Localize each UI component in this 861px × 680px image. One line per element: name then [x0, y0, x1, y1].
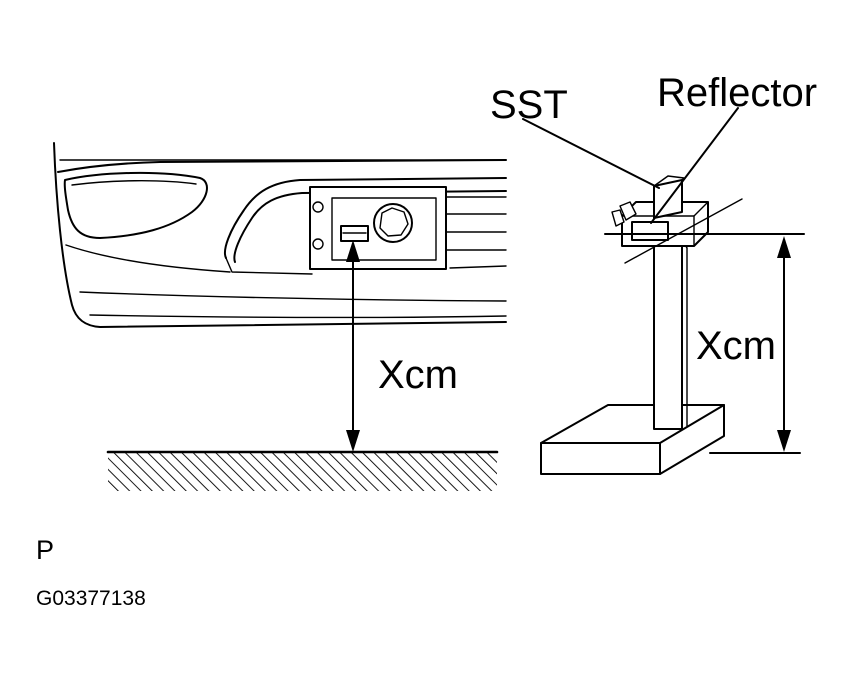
reflector-leader-line	[650, 107, 739, 224]
sst-leader-line	[522, 118, 660, 189]
view-letter-label: P	[36, 535, 54, 565]
stand-height-dimension-arrow	[777, 236, 791, 452]
car-height-label: Xcm	[378, 353, 458, 397]
sst-stand-illustration	[540, 175, 805, 475]
vehicle-bumper-illustration	[53, 142, 507, 328]
stand-height-label: Xcm	[696, 324, 776, 368]
car-height-dimension-arrow	[346, 240, 360, 452]
figure-code-label: G03377138	[36, 587, 146, 610]
ground-surface	[106, 450, 499, 491]
sst-label: SST	[490, 83, 568, 127]
reflector-label: Reflector	[657, 71, 817, 115]
